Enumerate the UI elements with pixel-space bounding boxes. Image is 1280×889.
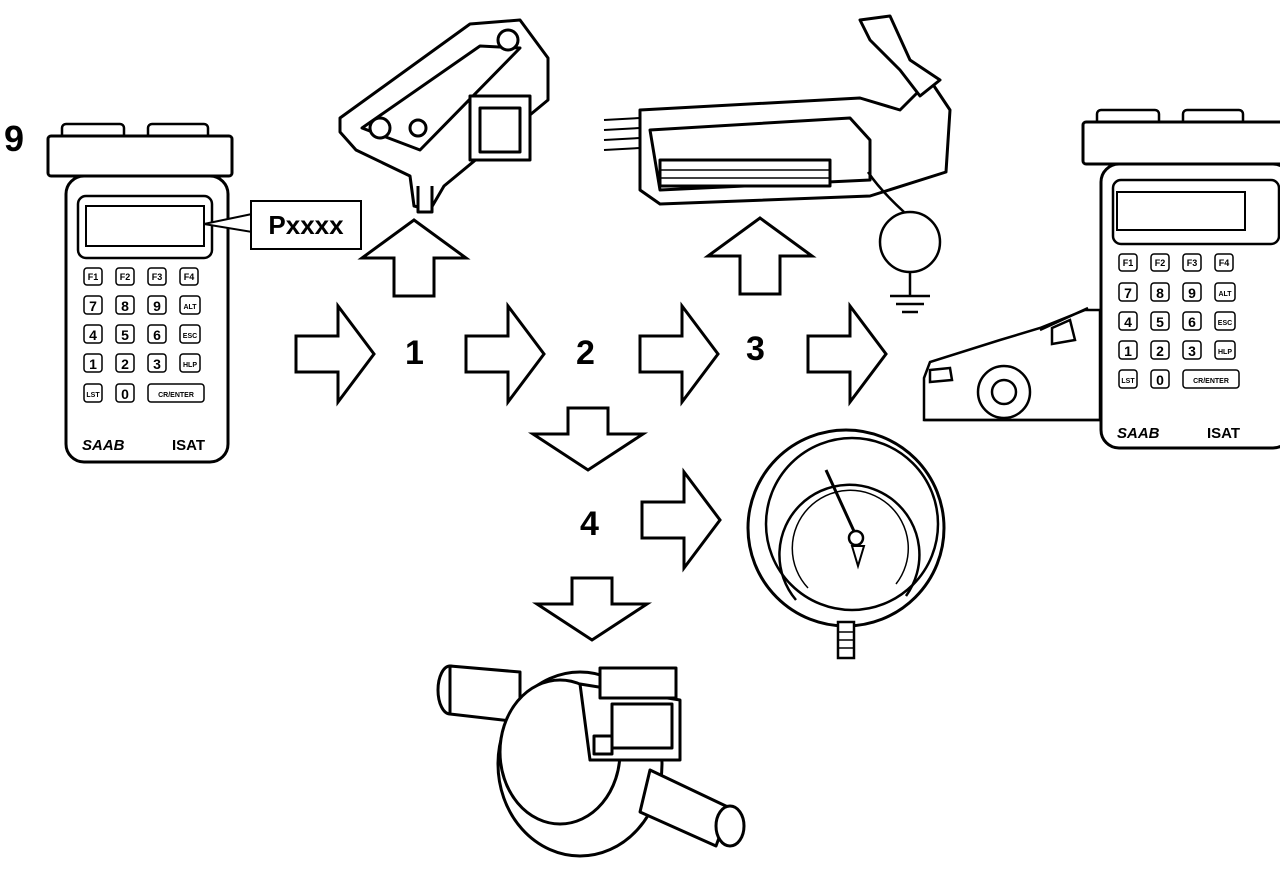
svg-text:ESC: ESC bbox=[183, 333, 197, 340]
arrow-down-2 bbox=[531, 406, 645, 472]
scan-tool-left: F1 F2 F3 F4 7 8 9 ALT 4 5 bbox=[46, 122, 234, 464]
scan-tool-right: F1 F2 F3 F4 7 8 9 ALT 4 5 6 ESC bbox=[1081, 108, 1280, 450]
svg-text:0: 0 bbox=[121, 386, 129, 402]
map-sensor-icon bbox=[338, 18, 550, 214]
svg-text:1: 1 bbox=[89, 356, 97, 372]
arrow-right-4 bbox=[806, 304, 888, 404]
key-label: F2 bbox=[120, 272, 131, 282]
ground-symbol-icon bbox=[866, 171, 942, 314]
key-row-3: 4 5 6 ESC bbox=[83, 324, 201, 344]
arrow-right-2 bbox=[464, 304, 546, 404]
svg-text:6: 6 bbox=[1188, 314, 1196, 330]
svg-text:2: 2 bbox=[121, 356, 129, 372]
figure-number: 9 bbox=[4, 118, 25, 159]
svg-text:9: 9 bbox=[153, 298, 161, 314]
svg-text:8: 8 bbox=[121, 298, 129, 314]
svg-text:4: 4 bbox=[1124, 314, 1132, 330]
arrow-right-3 bbox=[638, 304, 720, 404]
svg-text:LST: LST bbox=[86, 392, 100, 399]
vacuum-gauge-icon bbox=[746, 428, 946, 660]
svg-text:2: 2 bbox=[1156, 343, 1164, 359]
svg-text:7: 7 bbox=[1124, 285, 1132, 301]
svg-text:3: 3 bbox=[153, 356, 161, 372]
key-label: F4 bbox=[184, 272, 195, 282]
purge-valve-icon bbox=[436, 664, 746, 858]
ecu-connector-icon bbox=[603, 14, 952, 206]
svg-text:F3: F3 bbox=[1187, 258, 1198, 268]
svg-text:8: 8 bbox=[1156, 285, 1164, 301]
svg-text:F2: F2 bbox=[1155, 258, 1166, 268]
key-row-1: F1 F2 F3 F4 bbox=[83, 267, 199, 286]
step-label-1: 1 bbox=[405, 334, 424, 372]
svg-text:HLP: HLP bbox=[1218, 349, 1232, 356]
step-label-4: 4 bbox=[580, 505, 599, 543]
step-label-3: 3 bbox=[746, 330, 765, 368]
arrow-up-1 bbox=[360, 218, 468, 298]
svg-text:ALT: ALT bbox=[1218, 291, 1232, 298]
key-label: F1 bbox=[88, 272, 99, 282]
car-icon bbox=[922, 306, 1102, 422]
svg-text:4: 4 bbox=[89, 327, 97, 343]
brand-label: SAAB bbox=[82, 437, 125, 454]
svg-text:ESC: ESC bbox=[1218, 320, 1232, 327]
svg-text:ALT: ALT bbox=[183, 304, 197, 311]
key-row-5: LST 0 CR/ENTER bbox=[83, 383, 205, 403]
svg-text:5: 5 bbox=[121, 327, 129, 343]
display-code-callout: Pxxxx bbox=[250, 200, 362, 250]
step-label-2: 2 bbox=[576, 334, 595, 372]
arrow-up-3 bbox=[706, 216, 814, 296]
arrow-right-5 bbox=[640, 470, 722, 570]
svg-text:CR/ENTER: CR/ENTER bbox=[158, 392, 194, 399]
svg-text:0: 0 bbox=[1156, 372, 1164, 388]
svg-text:5: 5 bbox=[1156, 314, 1164, 330]
svg-text:6: 6 bbox=[153, 327, 161, 343]
svg-text:F4: F4 bbox=[1219, 258, 1230, 268]
svg-text:9: 9 bbox=[1188, 285, 1196, 301]
svg-text:7: 7 bbox=[89, 298, 97, 314]
svg-text:3: 3 bbox=[1188, 343, 1196, 359]
svg-text:CR/ENTER: CR/ENTER bbox=[1193, 378, 1229, 385]
svg-text:LST: LST bbox=[1121, 378, 1135, 385]
arrow-down-4 bbox=[535, 576, 649, 642]
key-row-4: 1 2 3 HLP bbox=[83, 353, 201, 373]
model-label: ISAT bbox=[172, 437, 205, 454]
svg-text:1: 1 bbox=[1124, 343, 1132, 359]
arrow-right-1 bbox=[294, 304, 376, 404]
svg-text:HLP: HLP bbox=[183, 362, 197, 369]
key-row-2: 7 8 9 ALT bbox=[83, 295, 201, 315]
svg-text:SAAB: SAAB bbox=[1117, 425, 1160, 442]
svg-text:ISAT: ISAT bbox=[1207, 425, 1240, 442]
key-label: F3 bbox=[152, 272, 163, 282]
svg-text:F1: F1 bbox=[1123, 258, 1134, 268]
